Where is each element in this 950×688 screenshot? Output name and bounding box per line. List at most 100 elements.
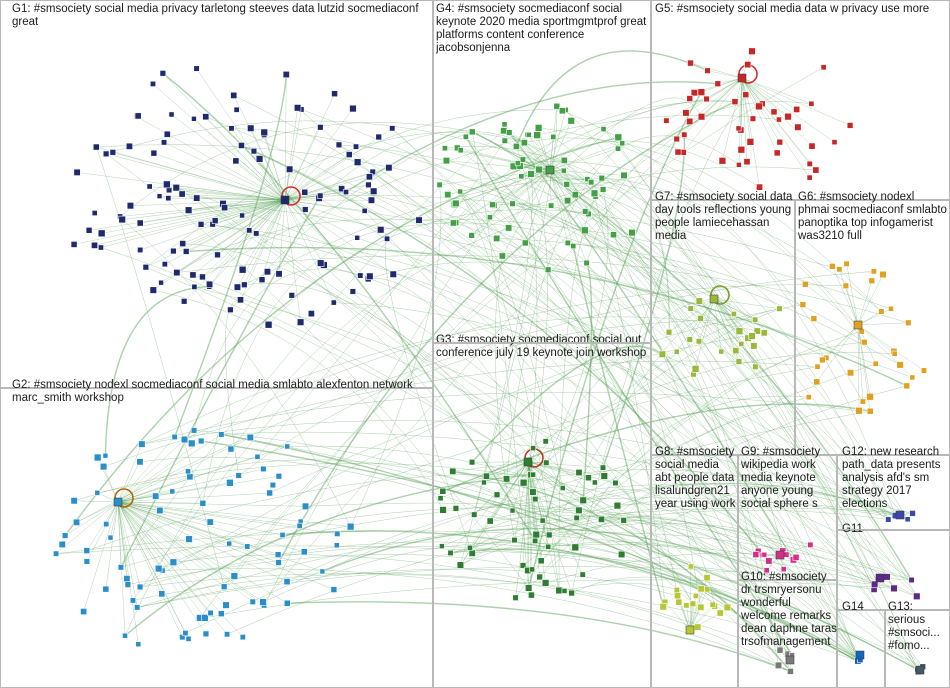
node-g6 (866, 407, 874, 415)
edge (205, 116, 286, 201)
edge (615, 341, 865, 484)
group-label-g6: G6: #smsociety nodexl phmai socmediaconf… (798, 191, 947, 242)
node-g4 (599, 186, 607, 193)
node-g2 (169, 488, 176, 495)
group-box-g7 (651, 200, 795, 455)
node-g4 (553, 102, 561, 110)
node-g6 (859, 398, 866, 405)
edge (188, 195, 840, 270)
node-g3 (543, 459, 550, 466)
edge (117, 491, 173, 503)
node-g11 (913, 592, 921, 600)
group-label-g12: G12: new research path_data presents ana… (842, 446, 941, 510)
node-g1 (385, 164, 393, 172)
edge (119, 122, 473, 217)
node-g4 (619, 140, 626, 147)
node-g8 (704, 586, 711, 593)
edge (442, 403, 871, 492)
node-g2 (197, 437, 205, 445)
node-g1 (389, 270, 397, 278)
edge (545, 552, 875, 585)
edge (141, 420, 908, 520)
edge (176, 187, 286, 201)
edge (471, 345, 663, 463)
node-g6 (810, 315, 818, 322)
edge (176, 199, 286, 273)
edge (241, 144, 764, 556)
node-g1 (178, 190, 186, 198)
edge (117, 492, 270, 503)
node-g1 (70, 241, 78, 248)
edge (549, 169, 586, 212)
node-g3 (483, 472, 490, 480)
node-g1 (161, 261, 168, 268)
node-g2 (134, 604, 141, 611)
edge (117, 436, 175, 503)
edge (117, 501, 253, 602)
group-label-g2: G2: #smsociety nodexl socmediaconf socia… (12, 379, 413, 404)
edge (160, 199, 286, 283)
edge (549, 148, 619, 171)
node-g3 (525, 584, 533, 592)
node-g2 (83, 547, 91, 554)
node-g7 (691, 365, 700, 373)
edge (741, 77, 789, 117)
node-g1 (92, 143, 100, 151)
node-g1 (126, 202, 135, 210)
edge (741, 77, 851, 126)
edge (601, 177, 864, 402)
node-g2 (283, 599, 291, 607)
node-g7 (732, 347, 740, 355)
edge (76, 271, 874, 523)
edge (284, 109, 302, 201)
edge (564, 160, 781, 651)
node-g3 (541, 579, 550, 587)
node-g3 (468, 459, 476, 466)
node-g1 (206, 280, 214, 288)
edge (194, 430, 793, 656)
edge (105, 501, 119, 590)
node-g3 (599, 464, 607, 471)
node-g5 (749, 115, 757, 122)
node-g4 (615, 145, 621, 152)
node-g1 (275, 270, 283, 278)
node-g1 (307, 310, 315, 318)
edge (522, 159, 551, 171)
edge (352, 291, 605, 477)
node-g2 (239, 634, 246, 641)
edge (287, 601, 791, 673)
node-g7 (730, 311, 737, 317)
node-g1 (238, 142, 245, 149)
node-g5 (806, 174, 813, 181)
node-g4 (582, 208, 589, 215)
group-label-g10: G10: #smsociety dr trsmryersonu wonderfu… (741, 571, 837, 648)
edge (322, 527, 767, 573)
edge (222, 203, 913, 378)
node-g8 (709, 601, 716, 608)
node-g4 (436, 181, 443, 188)
edge (380, 222, 736, 351)
node-g3 (532, 537, 539, 544)
edge (158, 366, 818, 569)
node-g1 (241, 281, 248, 288)
group-label-g7: G7: #smsociety social data day tools ref… (655, 191, 793, 242)
node-g1 (288, 292, 295, 299)
node-g4 (588, 179, 595, 186)
edge (318, 130, 592, 199)
node-g2 (201, 614, 209, 622)
node-g2 (155, 564, 163, 573)
node-g3 (486, 517, 494, 525)
edge (489, 461, 529, 522)
edge (524, 137, 882, 312)
edge (509, 132, 551, 171)
node-g8 (697, 603, 705, 611)
node-g3 (519, 562, 527, 569)
node-g1 (301, 188, 309, 196)
node-g7 (718, 348, 725, 355)
node-g2 (158, 590, 166, 598)
edge (122, 219, 351, 527)
node-g2 (260, 465, 267, 473)
node-g1 (369, 187, 378, 195)
node-g5 (681, 131, 688, 138)
edge (527, 461, 583, 575)
